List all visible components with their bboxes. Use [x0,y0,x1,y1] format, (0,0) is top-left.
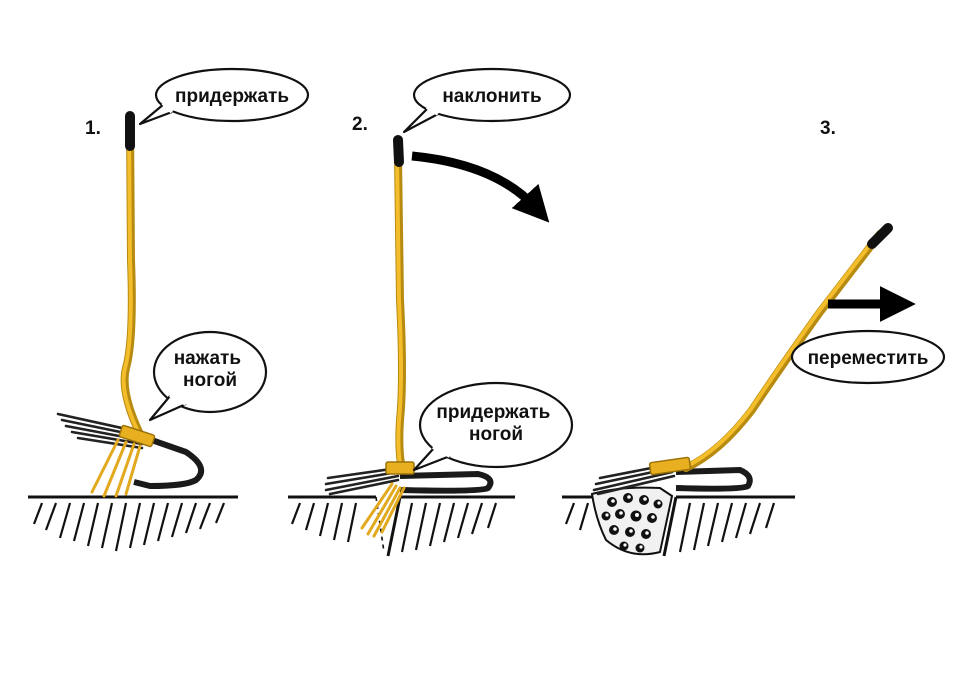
bubble-hold-1: придержать [138,67,310,126]
tiller-tool-1 [56,111,205,498]
label-press-foot-line1: нажать [174,348,241,369]
tiller-tool-2 [324,135,494,538]
label-hold-foot: придержать ногой [436,402,555,445]
label-press-foot: нажать ногой [174,348,247,391]
step-1: 1. [28,67,310,552]
label-hold-foot-line2: ногой [469,424,523,445]
handle-grip-2 [393,135,404,167]
tiller-tool-3 [592,223,893,496]
ground-3 [562,486,795,557]
bubble-hold-foot: придержать ногой [412,381,574,472]
bubble-move: переместить [790,329,946,385]
ground-1 [28,495,238,552]
step-1-number: 1. [85,118,101,139]
label-tilt: наклонить [442,86,541,107]
label-press-foot-line2: ногой [183,370,237,391]
step-2-number: 2. [352,114,368,135]
soil-clods [601,493,663,553]
label-hold: придержать [175,86,289,107]
bubble-press-foot: нажать ногой [148,330,268,422]
handle-grip-3 [867,223,893,249]
label-move: переместить [808,348,929,369]
rotate-arrow-icon [411,151,550,223]
label-hold-foot-line1: придержать [436,402,550,423]
ground-2 [288,495,515,557]
step-3-number: 3. [820,118,836,139]
step-2: 2. [288,67,574,557]
step-3: 3. [562,118,946,557]
bubble-tilt: наклонить [402,67,572,134]
